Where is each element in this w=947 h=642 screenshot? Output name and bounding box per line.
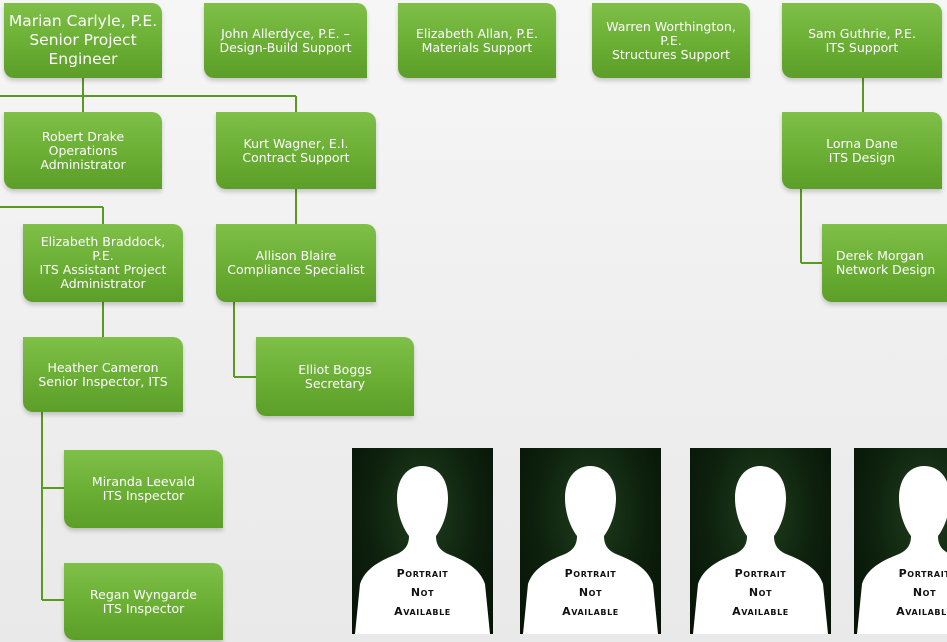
org-node-elizabeth-allan: Elizabeth Allan, P.E. Materials Support bbox=[398, 3, 556, 78]
silhouette-icon bbox=[355, 466, 490, 634]
node-text: Marian Carlyle, P.E. bbox=[8, 12, 158, 30]
portrait-label: Portrait Not Available bbox=[352, 564, 493, 621]
node-text: John Allerdyce, P.E. – bbox=[221, 25, 350, 41]
org-node-elizabeth-braddock: Elizabeth Braddock, P.E. ITS Assistant P… bbox=[23, 224, 183, 302]
portrait-label: Portrait Not Available bbox=[854, 564, 947, 621]
node-text: ITS Support bbox=[825, 39, 899, 55]
portrait-text-line: Portrait bbox=[396, 567, 449, 580]
node-text: Compliance Specialist bbox=[227, 262, 365, 277]
portrait-label: Portrait Not Available bbox=[690, 564, 831, 621]
org-node-sam-guthrie: Sam Guthrie, P.E. ITS Support bbox=[782, 3, 942, 78]
org-node-kurt-wagner: Kurt Wagner, E.I. Contract Support bbox=[216, 112, 376, 189]
org-node-marian-carlyle: Marian Carlyle, P.E. Senior Project Engi… bbox=[4, 3, 162, 78]
node-text: Kurt Wagner, E.I. bbox=[243, 135, 349, 151]
portrait-text-line: Portrait bbox=[564, 567, 617, 580]
node-text: Warren Worthington, bbox=[606, 18, 736, 34]
org-node-regan-wyngarde: Regan Wyngarde ITS Inspector bbox=[64, 563, 223, 640]
org-node-allison-blaire: Allison Blaire Compliance Specialist bbox=[216, 224, 376, 302]
org-node-warren-worthington: Warren Worthington, P.E. Structures Supp… bbox=[592, 3, 750, 78]
node-text: Structures Support bbox=[611, 46, 731, 62]
node-text: Elizabeth Braddock, bbox=[40, 234, 166, 249]
node-text: Elizabeth Allan, P.E. bbox=[416, 25, 538, 41]
portrait-text-line: Portrait bbox=[898, 567, 947, 580]
org-node-heather-cameron: Heather Cameron Senior Inspector, ITS bbox=[23, 337, 183, 412]
org-node-robert-drake: Robert Drake Operations Administrator bbox=[4, 112, 162, 189]
node-text: P.E. bbox=[660, 32, 682, 48]
node-text: Administrator bbox=[40, 156, 126, 172]
node-text: Elliot Boggs bbox=[298, 361, 372, 377]
portrait-text-line: Not bbox=[748, 586, 773, 599]
portrait-text-line: Available bbox=[394, 605, 451, 618]
portrait-text-line: Not bbox=[912, 586, 937, 599]
node-text: ITS Inspector bbox=[102, 488, 185, 503]
node-text: Miranda Leevald bbox=[91, 474, 196, 489]
portrait-placeholder: Portrait Not Available bbox=[854, 448, 947, 634]
org-node-john-allerdyce: John Allerdyce, P.E. – Design-Build Supp… bbox=[204, 3, 367, 78]
portrait-text-line: Available bbox=[562, 605, 619, 618]
portrait-text-line: Available bbox=[732, 605, 789, 618]
node-text: ITS Assistant Project bbox=[39, 262, 167, 277]
node-text: P.E. bbox=[92, 248, 114, 263]
node-text: Senior Inspector, ITS bbox=[38, 373, 168, 389]
node-text: Secretary bbox=[304, 375, 366, 391]
portrait-text-line: Not bbox=[410, 586, 435, 599]
node-text: Materials Support bbox=[421, 39, 533, 55]
org-node-lorna-dane: Lorna Dane ITS Design bbox=[782, 112, 942, 189]
node-text: Heather Cameron bbox=[47, 359, 159, 375]
node-text: Sam Guthrie, P.E. bbox=[808, 25, 916, 41]
org-node-miranda-leevald: Miranda Leevald ITS Inspector bbox=[64, 450, 223, 528]
node-text: Allison Blaire bbox=[255, 248, 337, 263]
node-text: Engineer bbox=[48, 50, 118, 68]
node-text: Regan Wyngarde bbox=[90, 586, 197, 602]
node-text: Administrator bbox=[60, 276, 146, 291]
portrait-text-line: Not bbox=[578, 586, 603, 599]
node-text: Network Design bbox=[836, 262, 936, 277]
node-text: Lorna Dane bbox=[826, 135, 898, 151]
org-node-derek-morgan: Derek Morgan Network Design bbox=[822, 224, 947, 302]
node-text: Operations bbox=[48, 142, 118, 158]
portrait-placeholder: Portrait Not Available bbox=[690, 448, 831, 634]
silhouette-icon bbox=[857, 466, 947, 634]
silhouette-icon bbox=[693, 466, 828, 634]
node-text: Senior Project bbox=[29, 31, 137, 49]
org-node-elliot-boggs: Elliot Boggs Secretary bbox=[256, 337, 414, 416]
node-text: Contract Support bbox=[242, 149, 350, 165]
portrait-placeholder: Portrait Not Available bbox=[520, 448, 661, 634]
node-text: Robert Drake bbox=[41, 128, 125, 144]
portrait-text-line: Available bbox=[896, 605, 947, 618]
node-text: Derek Morgan bbox=[836, 248, 924, 263]
portrait-placeholder: Portrait Not Available bbox=[352, 448, 493, 634]
node-text: Design-Build Support bbox=[219, 39, 352, 55]
node-text: ITS Design bbox=[828, 149, 896, 165]
portrait-label: Portrait Not Available bbox=[520, 564, 661, 621]
silhouette-icon bbox=[523, 466, 658, 634]
node-text: ITS Inspector bbox=[102, 600, 185, 616]
portrait-text-line: Portrait bbox=[734, 567, 787, 580]
